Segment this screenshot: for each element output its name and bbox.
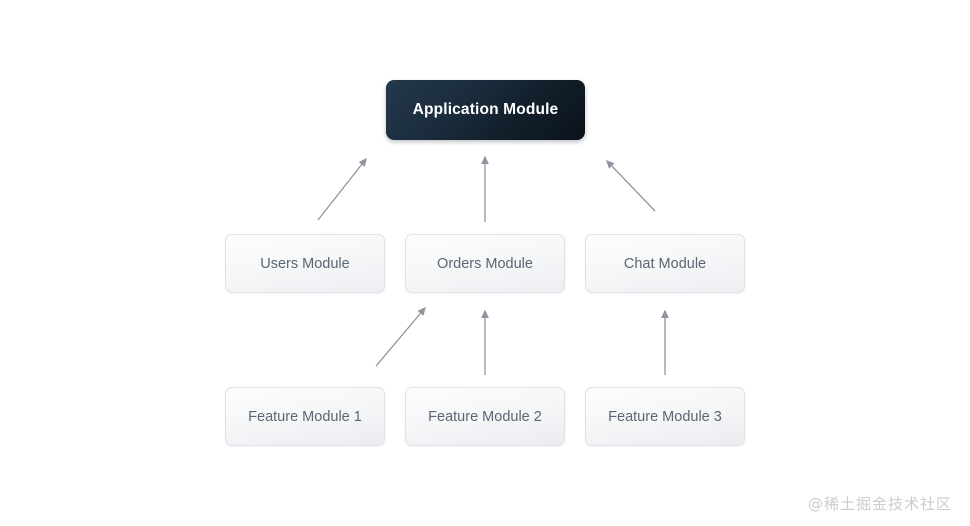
node-users-module-label: Users Module (260, 255, 350, 272)
node-chat-module-label: Chat Module (623, 255, 707, 272)
arrow-feature1-to-orders (375, 306, 426, 367)
node-orders-module-label: Orders Module (437, 255, 533, 272)
node-feature-module-1[interactable]: Feature Module 1 (225, 387, 385, 446)
watermark-text: @稀土掘金技术社区 (807, 495, 952, 513)
node-feature-module-1-label: Feature Module 1 (248, 408, 362, 425)
node-feature-module-2-label: Feature Module 2 (428, 408, 542, 425)
node-users-module[interactable]: Users Module (225, 234, 385, 293)
node-feature-module-3-label: Feature Module 3 (608, 408, 722, 425)
node-orders-module[interactable]: Orders Module (405, 234, 565, 293)
node-application-module[interactable]: Application Module (386, 80, 585, 140)
arrow-users-to-application (317, 157, 367, 221)
node-feature-module-2[interactable]: Feature Module 2 (405, 387, 565, 446)
node-application-module-label: Application Module (412, 101, 559, 118)
node-feature-module-3[interactable]: Feature Module 3 (585, 387, 745, 446)
arrow-chat-to-application (606, 159, 656, 212)
node-chat-module[interactable]: Chat Module (585, 234, 745, 293)
